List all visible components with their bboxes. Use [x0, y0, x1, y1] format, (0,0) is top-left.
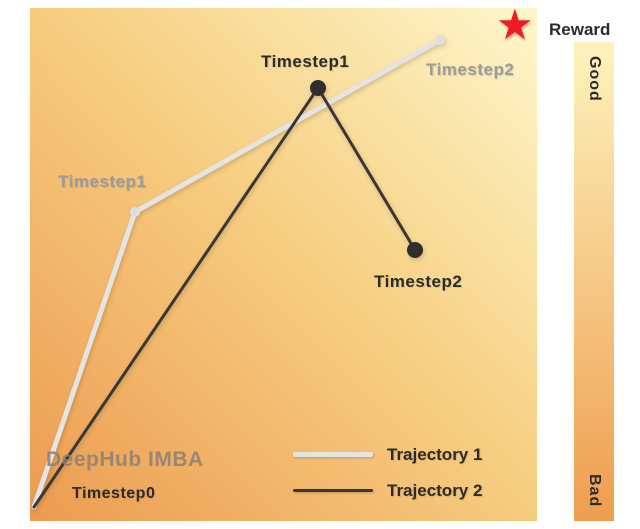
trajectory1-line-sample — [293, 452, 373, 457]
legend-label-trajectory2: Trajectory 2 — [387, 480, 483, 500]
watermark-text: DeepHub IMBA — [46, 448, 204, 471]
trajectory-point — [130, 207, 140, 217]
trajectory-svg — [31, 35, 445, 510]
reward-bad-label: Bad — [586, 473, 603, 507]
reward-label: Reward — [549, 20, 611, 39]
legend: Trajectory 1 Trajectory 2 — [293, 444, 482, 501]
legend-row-trajectory1: Trajectory 1 — [293, 444, 482, 465]
trajectory2-line-sample — [293, 489, 373, 492]
timestep0-label: Timestep0 — [72, 485, 156, 502]
legend-label-trajectory1: Trajectory 1 — [387, 444, 483, 464]
trajectory-point — [407, 242, 423, 258]
trajectory2-timestep1-label: Timestep1 — [261, 52, 350, 71]
trajectory1-timestep1-label: Timestep1 — [58, 172, 147, 191]
diagram-area: Timestep1 Timestep2 Timestep1 Timestep2 … — [30, 8, 537, 521]
trajectory1-timestep2-label: Timestep2 — [426, 60, 515, 79]
trajectory2-timestep2-label: Timestep2 — [374, 272, 463, 291]
trajectory-point — [310, 80, 326, 96]
reward-gradient-bar: Good Bad — [574, 42, 614, 521]
reward-good-label: Good — [586, 56, 603, 102]
trajectory-point — [435, 35, 445, 45]
reward-star-icon: ★ — [496, 1, 534, 48]
legend-row-trajectory2: Trajectory 2 — [293, 480, 482, 501]
